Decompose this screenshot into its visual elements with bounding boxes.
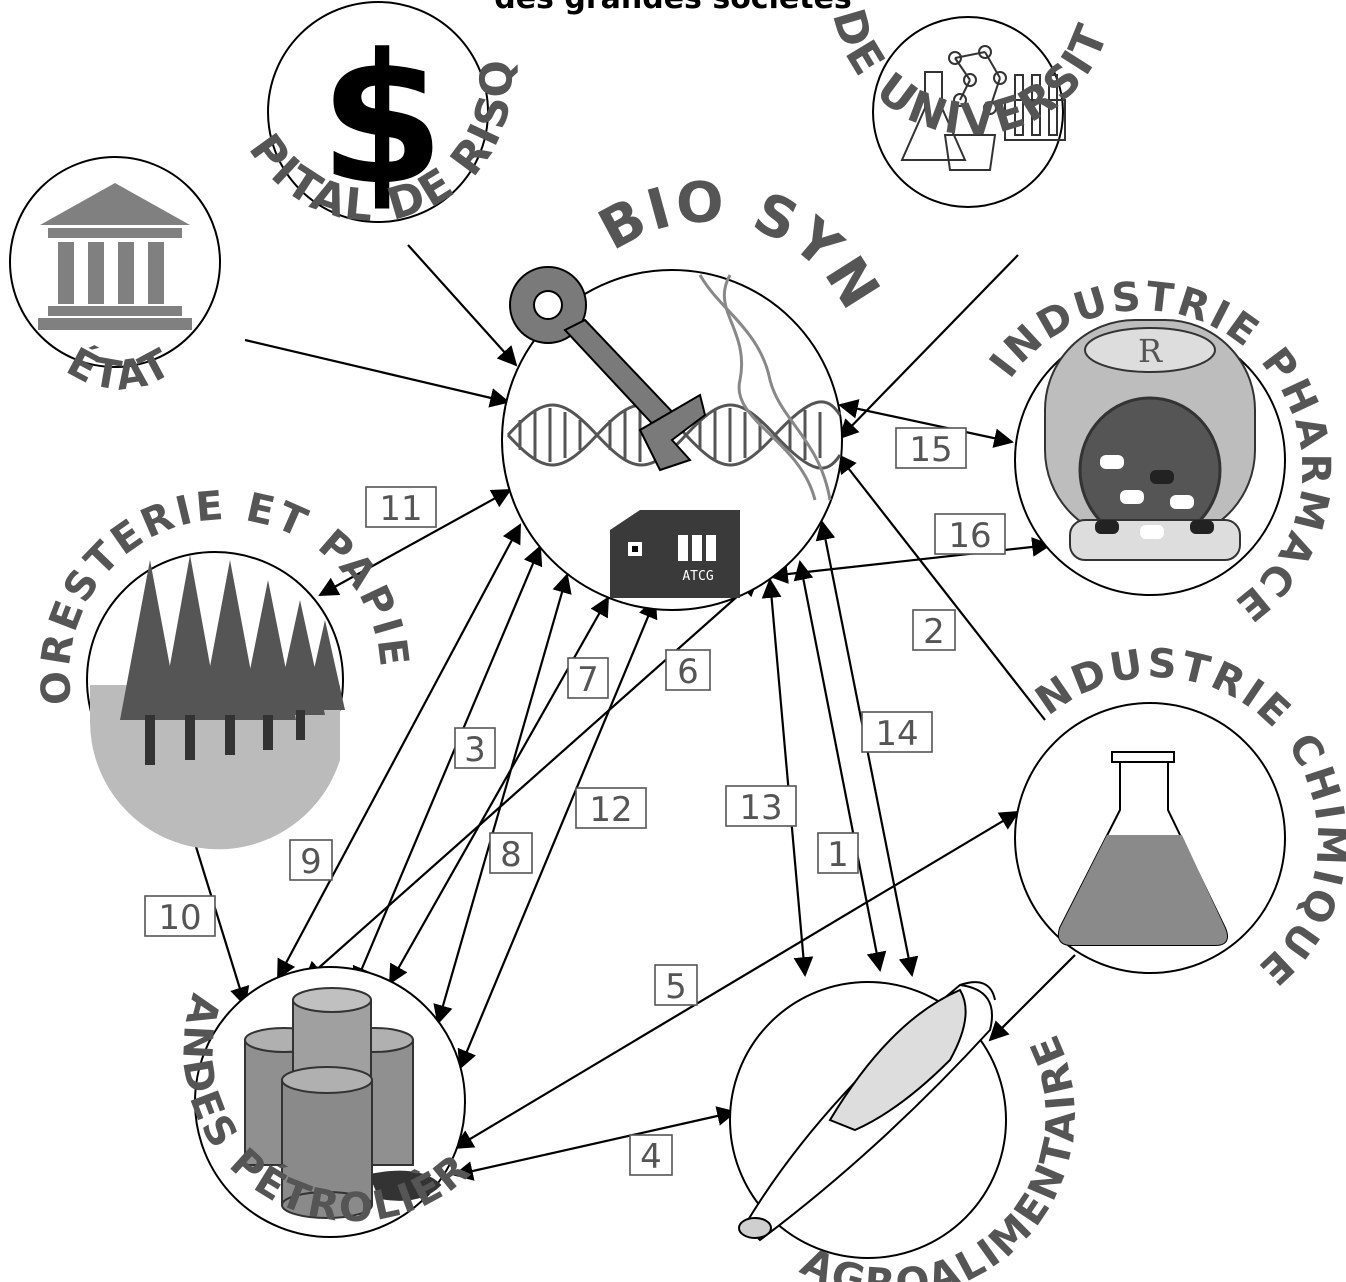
link-label-8: 8 — [489, 832, 533, 875]
svg-text:4: 4 — [640, 1137, 662, 1177]
svg-text:16: 16 — [948, 516, 991, 556]
node-center: ATCG BIO SYN — [501, 170, 890, 611]
svg-text:12: 12 — [589, 790, 632, 830]
dollar-icon: $ — [319, 16, 444, 225]
svg-text:13: 13 — [739, 788, 782, 828]
link-label-11: 11 — [365, 486, 437, 529]
link-label-14: 14 — [861, 711, 933, 754]
sequencer-device-icon: ATCG — [610, 510, 740, 598]
link-label-13: 13 — [725, 785, 797, 828]
arrow-2 — [836, 453, 1046, 721]
wrench-icon — [509, 266, 707, 472]
corn-icon — [738, 981, 996, 1242]
lab-equipment-icon — [900, 45, 1066, 171]
link-label-10: 10 — [144, 895, 216, 938]
arrow-5 — [453, 810, 1020, 1150]
dna-helix-icon — [506, 274, 842, 501]
node-agro: AGROALIMENTAIRE — [729, 981, 1082, 1282]
link-label-6: 6 — [665, 649, 711, 692]
arrow-capital-center — [407, 244, 518, 367]
svg-text:6: 6 — [677, 652, 699, 692]
arrow-16 — [768, 537, 1052, 584]
link-label-2: 2 — [912, 609, 956, 652]
link-label-4: 4 — [629, 1134, 673, 1177]
arrow-4 — [453, 1106, 737, 1181]
sequencer-label: ATCG — [682, 569, 713, 584]
svg-text:R: R — [1138, 332, 1163, 370]
arrow-6 — [303, 576, 760, 982]
link-label-9: 9 — [289, 839, 333, 882]
pill-bottle-icon: R — [1044, 319, 1256, 561]
link-label-16: 16 — [934, 513, 1006, 556]
link-label-7: 7 — [567, 657, 609, 700]
svg-text:11: 11 — [379, 489, 422, 529]
svg-text:5: 5 — [665, 967, 687, 1007]
arrow-1 — [793, 560, 887, 972]
oil-barrels-icon — [244, 987, 442, 1219]
svg-text:8: 8 — [500, 835, 522, 875]
arrow-etat-center — [244, 338, 510, 408]
arrow-chimie-agro — [988, 954, 1076, 1042]
forest-icon — [89, 555, 345, 850]
node-etat: ÉTAT — [9, 156, 221, 400]
header-text: des grandes sociétés — [494, 0, 852, 16]
arrow-15 — [838, 399, 1014, 448]
svg-text:3: 3 — [464, 730, 486, 770]
arrow-13 — [761, 578, 814, 977]
link-label-15: 15 — [895, 427, 967, 470]
flask-icon — [1057, 751, 1228, 946]
svg-text:9: 9 — [300, 842, 322, 882]
link-label-12: 12 — [575, 787, 647, 830]
svg-text:15: 15 — [909, 430, 952, 470]
svg-text:14: 14 — [875, 714, 918, 754]
svg-text:10: 10 — [158, 898, 201, 938]
government-building-icon — [38, 183, 192, 330]
link-label-3: 3 — [454, 727, 496, 770]
svg-text:$: $ — [319, 16, 444, 225]
svg-text:1: 1 — [827, 835, 849, 875]
svg-text:2: 2 — [923, 612, 945, 652]
link-label-5: 5 — [654, 964, 698, 1007]
link-number-labels: 1 2 3 4 5 6 7 8 9 10 11 12 13 14 15 16 — [144, 427, 1006, 1177]
link-label-1: 1 — [817, 832, 859, 875]
svg-text:7: 7 — [577, 660, 599, 700]
